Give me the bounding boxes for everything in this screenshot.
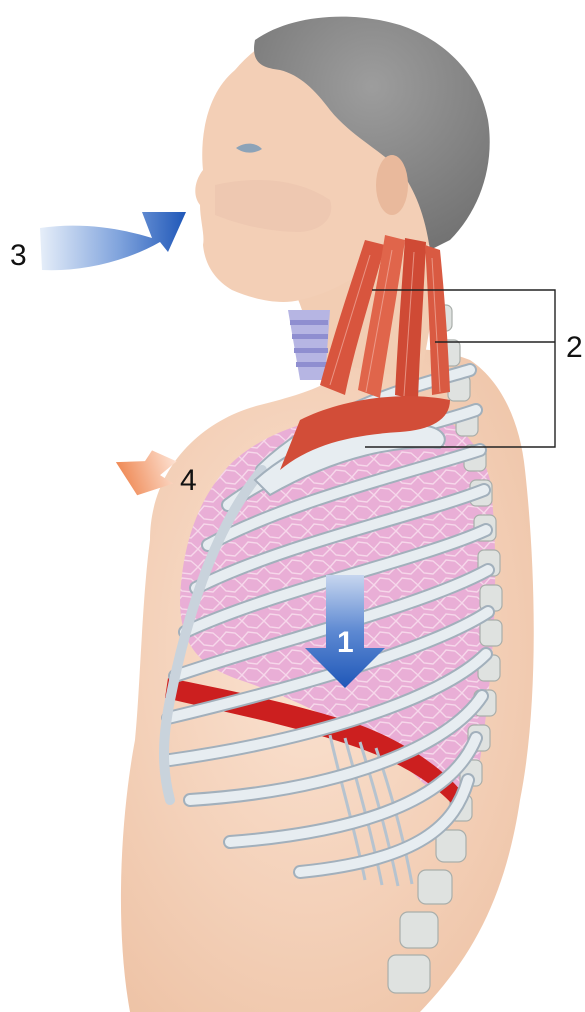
air-inflow-arrow <box>40 212 186 270</box>
ear <box>376 155 408 215</box>
label-2: 2 <box>566 331 583 364</box>
label-3: 3 <box>10 239 27 272</box>
label-4: 4 <box>180 464 197 497</box>
trachea <box>288 310 330 380</box>
label-1: 1 <box>337 626 354 659</box>
